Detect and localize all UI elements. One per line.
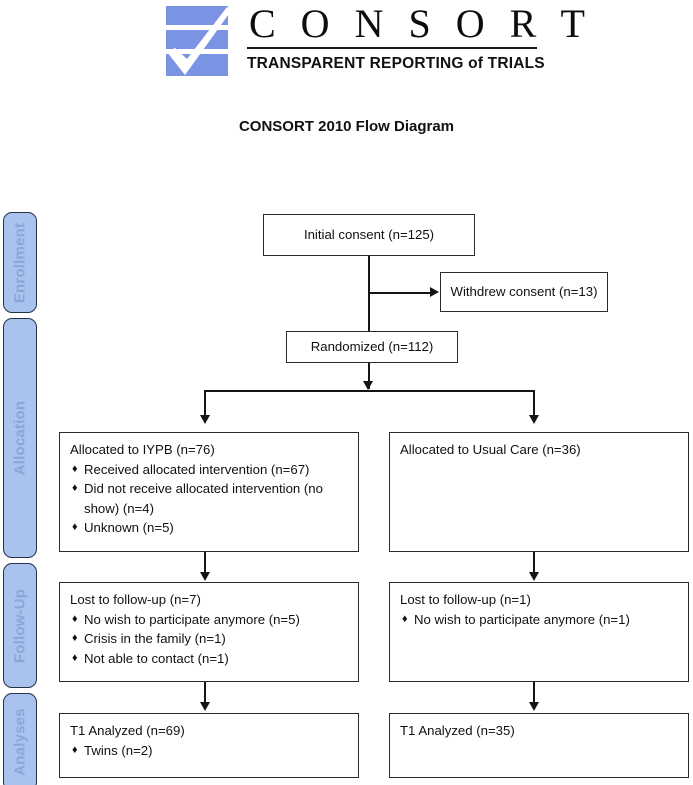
- arrowhead-left-analyzed: [199, 702, 210, 711]
- bullet-icon: ♦: [72, 612, 78, 625]
- consort-tagline-text: TRANSPARENT REPORTING of TRIALS: [247, 55, 545, 72]
- arrowhead-right-allocation: [528, 415, 539, 424]
- box-lost-followup-left-list: ♦ No wish to participate anymore (n=5) ♦…: [70, 610, 349, 669]
- list-item: ♦ Did not receive allocated intervention…: [70, 479, 349, 518]
- box-analyzed-right-title: T1 Analyzed (n=35): [400, 723, 515, 738]
- connector-right-followup-to-analyzed: [533, 682, 535, 709]
- connector-to-withdrew: [368, 292, 432, 294]
- box-lost-followup-right-title: Lost to follow-up (n=1): [400, 592, 531, 607]
- list-item: ♦ Received allocated intervention (n=67): [70, 460, 349, 480]
- list-item-text: Received allocated intervention (n=67): [84, 461, 310, 477]
- arrowhead-randomized-stem: [363, 381, 373, 390]
- connector-drop-right-allocation: [533, 390, 535, 422]
- consort-wordmark: C O N S O R T TRANSPARENT REPORTING of T…: [247, 1, 593, 80]
- bullet-icon: ♦: [72, 521, 78, 533]
- box-allocated-iypb: Allocated to IYPB (n=76) ♦ Received allo…: [59, 432, 359, 552]
- box-randomized: Randomized (n=112): [286, 331, 458, 363]
- arrowhead-to-withdrew: [430, 287, 439, 297]
- list-item: ♦ No wish to participate anymore (n=1): [400, 610, 679, 630]
- list-item-text: Did not receive allocated intervention (…: [84, 481, 323, 516]
- bullet-icon: ♦: [72, 651, 78, 664]
- connector-allocation-split-bar: [205, 390, 535, 392]
- arrowhead-left-allocation: [199, 415, 210, 424]
- box-initial-consent: Initial consent (n=125): [263, 214, 475, 256]
- box-analyzed-right: T1 Analyzed (n=35): [389, 713, 689, 778]
- bullet-icon: ♦: [402, 612, 408, 625]
- arrowhead-right-analyzed: [528, 702, 539, 711]
- list-item-text: Unknown (n=5): [84, 520, 174, 535]
- phase-band-follow-up: Follow-Up: [3, 563, 37, 688]
- box-allocated-iypb-list: ♦ Received allocated intervention (n=67)…: [70, 460, 349, 538]
- connector-drop-left-allocation: [204, 390, 206, 422]
- list-item-text: No wish to participate anymore (n=1): [414, 611, 630, 627]
- box-lost-followup-right-list: ♦ No wish to participate anymore (n=1): [400, 610, 679, 630]
- box-withdrew-consent-title: Withdrew consent (n=13): [450, 284, 598, 300]
- box-lost-followup-left-title: Lost to follow-up (n=7): [70, 592, 201, 607]
- phase-label-analyses: Analyses: [11, 708, 29, 776]
- page-title: CONSORT 2010 Flow Diagram: [238, 118, 455, 135]
- list-item-text: No wish to participate anymore (n=5): [84, 611, 300, 627]
- box-initial-consent-title: Initial consent (n=125): [303, 227, 435, 243]
- box-withdrew-consent: Withdrew consent (n=13): [440, 272, 608, 312]
- list-item: ♦ Unknown (n=5): [70, 518, 349, 538]
- list-item: ♦ No wish to participate anymore (n=5): [70, 610, 349, 630]
- box-lost-followup-right: Lost to follow-up (n=1) ♦ No wish to par…: [389, 582, 689, 682]
- connector-consent-to-randomized: [368, 256, 370, 332]
- box-analyzed-left: T1 Analyzed (n=69) ♦ Twins (n=2): [59, 713, 359, 778]
- list-item-text: Not able to contact (n=1): [84, 650, 229, 666]
- connector-randomized-stem: [368, 363, 370, 389]
- arrowhead-left-followup: [199, 572, 210, 581]
- consort-wordmark-text: C O N S O R T: [249, 1, 593, 46]
- bullet-icon: ♦: [72, 743, 78, 756]
- box-analyzed-left-title: T1 Analyzed (n=69): [70, 723, 185, 738]
- box-analyzed-left-list: ♦ Twins (n=2): [70, 741, 349, 761]
- list-item-text: Twins (n=2): [84, 742, 153, 758]
- bullet-icon: ♦: [72, 482, 78, 494]
- bullet-icon: ♦: [72, 632, 78, 644]
- consort-logo-mark-icon: [163, 5, 233, 77]
- box-randomized-title: Randomized (n=112): [310, 339, 434, 355]
- phase-label-allocation: Allocation: [11, 400, 29, 476]
- box-allocated-iypb-title: Allocated to IYPB (n=76): [70, 442, 215, 457]
- connector-left-allocation-to-followup: [204, 552, 206, 579]
- phase-label-follow-up: Follow-Up: [11, 588, 29, 663]
- box-allocated-usual-care-title: Allocated to Usual Care (n=36): [400, 442, 581, 457]
- consort-logo: C O N S O R T TRANSPARENT REPORTING of T…: [163, 1, 593, 82]
- arrowhead-right-followup: [528, 572, 539, 581]
- phase-band-allocation: Allocation: [3, 318, 37, 558]
- phase-band-enrollment: Enrollment: [3, 212, 37, 313]
- consort-divider-rule: [247, 47, 537, 49]
- phase-band-analyses: Analyses: [3, 693, 37, 785]
- box-lost-followup-left: Lost to follow-up (n=7) ♦ No wish to par…: [59, 582, 359, 682]
- list-item: ♦ Not able to contact (n=1): [70, 649, 349, 669]
- connector-right-allocation-to-followup: [533, 552, 535, 579]
- bullet-icon: ♦: [72, 462, 78, 475]
- list-item: ♦ Twins (n=2): [70, 741, 349, 761]
- phase-label-enrollment: Enrollment: [11, 222, 29, 303]
- list-item-text: Crisis in the family (n=1): [84, 631, 226, 646]
- connector-left-followup-to-analyzed: [204, 682, 206, 709]
- list-item: ♦ Crisis in the family (n=1): [70, 629, 349, 649]
- box-allocated-usual-care: Allocated to Usual Care (n=36): [389, 432, 689, 552]
